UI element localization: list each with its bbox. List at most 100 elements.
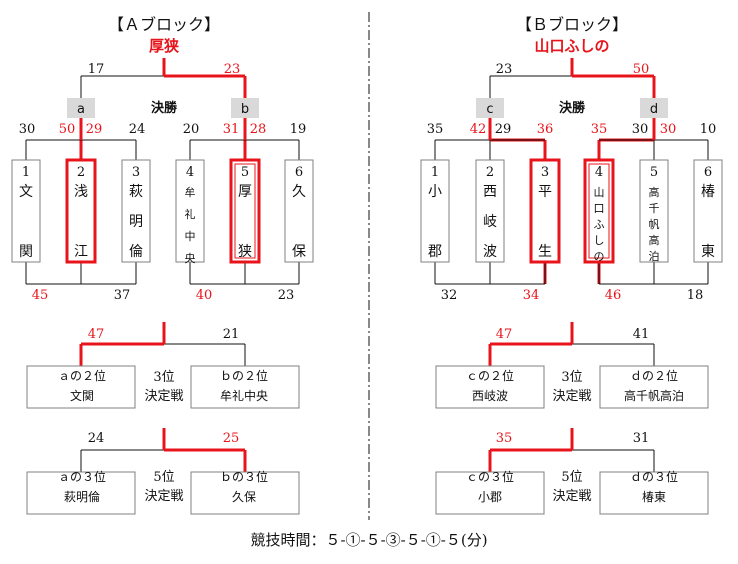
team-box-inner [234, 163, 256, 259]
team-name-char: 西 [483, 184, 497, 200]
playoff-slot-box [190, 471, 300, 515]
playoff-label: 決定戦 [552, 489, 591, 504]
team-name-char: 平 [538, 184, 552, 200]
group-badge [67, 98, 95, 118]
team-box-inner [588, 163, 610, 259]
champion-name: 山口ふしの [534, 37, 609, 55]
sub-score-bottom: 37 [114, 288, 131, 303]
team-box [475, 159, 505, 263]
sub-score-bottom: 45 [32, 288, 49, 303]
playoff-slot-line2: 久保 [232, 490, 256, 504]
timing-footer: 競技時間：５-①-５-③-５-①-５(分) [250, 531, 487, 549]
sub-score-bottom: 34 [523, 288, 540, 303]
team-number: 1 [22, 165, 30, 180]
final-score-right: 23 [224, 62, 241, 77]
team-name-char: 狭 [238, 244, 252, 260]
sub-score-bottom: 18 [687, 288, 704, 303]
team-name-char: 波 [483, 244, 497, 260]
playoff-label: 5位 [153, 470, 174, 485]
group-badge-label: c [486, 102, 493, 117]
playoff-slot-line1: ａの２位 [58, 368, 106, 383]
playoff-slot-box [26, 365, 136, 409]
sub-score-top: 19 [290, 122, 307, 137]
team-name-char: 泊 [649, 250, 660, 263]
playoff-slot-line2: 小郡 [478, 490, 502, 504]
playoff-score: 41 [633, 327, 650, 342]
sub-score-top: 24 [129, 122, 146, 137]
champion-name: 厚狭 [149, 37, 180, 55]
final-label: 決勝 [151, 100, 178, 116]
team-name-char: 生 [538, 244, 552, 260]
group-badge [640, 98, 668, 118]
group-badge-label: b [241, 102, 249, 117]
team-name-char: 浅 [74, 184, 88, 200]
team-name-char: 小 [428, 184, 442, 200]
team-name-char: 山 [594, 186, 605, 199]
team-name-char: 高 [649, 185, 660, 199]
playoff-slot-line2: 萩明倫 [64, 490, 100, 504]
team-number: 2 [486, 165, 494, 180]
team-number: 1 [431, 165, 439, 180]
playoff-slot-line1: ａの３位 [58, 469, 106, 484]
team-name-char: 岐 [483, 214, 497, 230]
sub-score-bottom: 40 [196, 288, 213, 303]
team-number: 4 [186, 165, 194, 180]
team-name-char: ふ [594, 218, 605, 231]
team-name-char: 萩 [129, 184, 143, 200]
playoff-slot-box [599, 471, 709, 515]
sub-score-top: 30 [660, 122, 677, 137]
playoff-slot-line2: 椿東 [642, 490, 666, 504]
team-number: 2 [77, 165, 85, 180]
playoff-slot-line2: 西岐波 [472, 389, 508, 403]
team-box [639, 159, 669, 263]
team-name-char: 椿 [701, 184, 715, 200]
team-box-highlight [229, 158, 261, 264]
team-box [693, 159, 723, 263]
playoff-label: 3位 [561, 370, 582, 385]
team-number: 6 [295, 165, 303, 180]
playoff-slot-line1: ｃの３位 [466, 469, 514, 484]
playoff-score: 31 [633, 431, 650, 446]
team-name-char: 礼 [185, 207, 196, 221]
team-number: 5 [650, 165, 658, 180]
team-name-char: 帆 [649, 217, 660, 231]
final-score-right: 50 [633, 62, 650, 77]
team-box [175, 159, 205, 263]
playoff-slot-line1: ｄの３位 [630, 469, 678, 484]
team-name-char: 千 [649, 202, 660, 215]
team-box [121, 159, 151, 263]
sub-score-top: 20 [183, 122, 200, 137]
team-box [284, 159, 314, 263]
sub-score-top: 42 [470, 122, 487, 137]
playoff-label: 決定戦 [552, 389, 591, 404]
playoff-slot-line1: ｃの２位 [466, 368, 514, 383]
group-badge-label: d [650, 102, 658, 117]
team-name-char: 厚 [238, 184, 252, 200]
team-name-char: 文 [19, 184, 33, 200]
team-box-highlight [529, 158, 561, 264]
team-name-char: 東 [701, 244, 715, 260]
block-title: 【Ａブロック】 [108, 15, 220, 34]
team-name-char: 明 [129, 214, 143, 230]
team-name-char: 倫 [129, 244, 143, 260]
sub-score-bottom: 32 [441, 288, 458, 303]
sub-score-top: 50 [59, 122, 76, 137]
sub-score-bottom: 46 [605, 288, 622, 303]
sub-score-top: 28 [250, 122, 267, 137]
team-name-char: 保 [292, 244, 306, 260]
sub-score-top: 29 [86, 122, 103, 137]
final-label: 決勝 [559, 100, 586, 116]
team-box-highlight [65, 158, 97, 264]
team-name-char: 央 [185, 252, 196, 265]
playoff-slot-box [26, 471, 136, 515]
final-score-left: 23 [496, 62, 513, 77]
playoff-score: 47 [496, 327, 513, 342]
sub-score-top: 29 [495, 122, 512, 137]
playoff-score: 47 [88, 327, 105, 342]
team-box [420, 159, 450, 263]
team-name-char: し [594, 234, 605, 247]
playoff-slot-box [190, 365, 300, 409]
team-box-highlight [583, 158, 615, 264]
team-name-char: 口 [594, 202, 605, 215]
sub-score-top: 30 [632, 122, 649, 137]
